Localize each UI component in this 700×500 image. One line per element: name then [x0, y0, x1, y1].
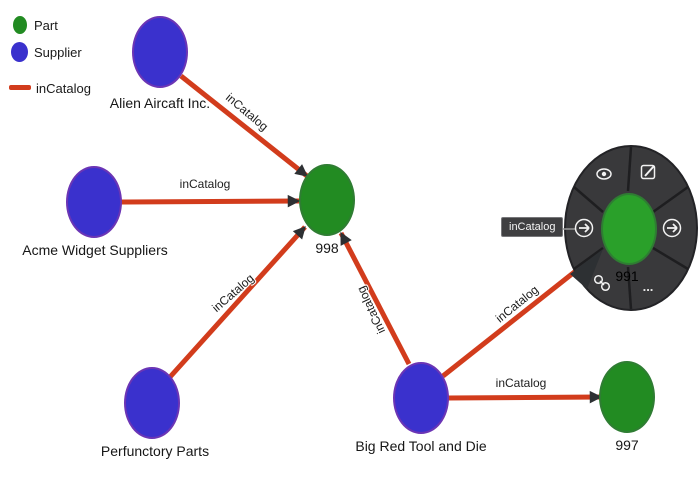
edge-label-bigred-997: inCatalog: [495, 376, 547, 390]
expand-incoming-icon[interactable]: [574, 218, 594, 238]
node-acme-widget[interactable]: [66, 166, 122, 238]
expand-outgoing-icon[interactable]: [662, 218, 682, 238]
legend-supplier-label: Supplier: [34, 45, 82, 60]
arrowhead-bigred-991: [570, 249, 603, 289]
radial-menu-dividers: [573, 146, 689, 310]
node-label-991: 991: [615, 268, 639, 284]
node-997[interactable]: [599, 361, 655, 433]
node-998[interactable]: [299, 164, 355, 236]
node-label-perfunctory: Perfunctory Parts: [100, 443, 210, 459]
node-label-big-red: Big Red Tool and Die: [355, 438, 487, 454]
link-icon[interactable]: [593, 274, 611, 292]
edge-perfunctory-998[interactable]: [168, 225, 307, 379]
edge-label-acme-998: inCatalog: [179, 177, 231, 191]
relationship-tooltip: inCatalog: [501, 217, 564, 237]
node-label-997: 997: [615, 437, 639, 453]
node-991-selected[interactable]: [601, 193, 657, 265]
node-label-998: 998: [315, 240, 339, 256]
node-perfunctory[interactable]: [124, 367, 180, 439]
edit-icon[interactable]: [640, 164, 656, 180]
node-big-red[interactable]: [393, 362, 449, 434]
eye-icon[interactable]: [596, 168, 612, 180]
node-alien-aircaft[interactable]: [132, 16, 188, 88]
legend-incatalog-swatch: [9, 85, 31, 90]
edge-alien-998[interactable]: [179, 74, 309, 178]
legend-incatalog-label: inCatalog: [36, 81, 91, 96]
edge-acme-998[interactable]: [119, 194, 301, 208]
edge-bigred-997[interactable]: [447, 390, 603, 404]
edge-bigred-998[interactable]: [338, 231, 412, 366]
legend-part-label: Part: [34, 18, 58, 33]
legend-part-swatch: [13, 16, 27, 34]
legend-supplier-swatch: [11, 42, 28, 62]
node-label-alien: Alien Aircaft Inc.: [109, 95, 211, 111]
node-label-acme: Acme Widget Suppliers: [22, 242, 168, 258]
more-ellipsis[interactable]: ...: [643, 279, 654, 294]
